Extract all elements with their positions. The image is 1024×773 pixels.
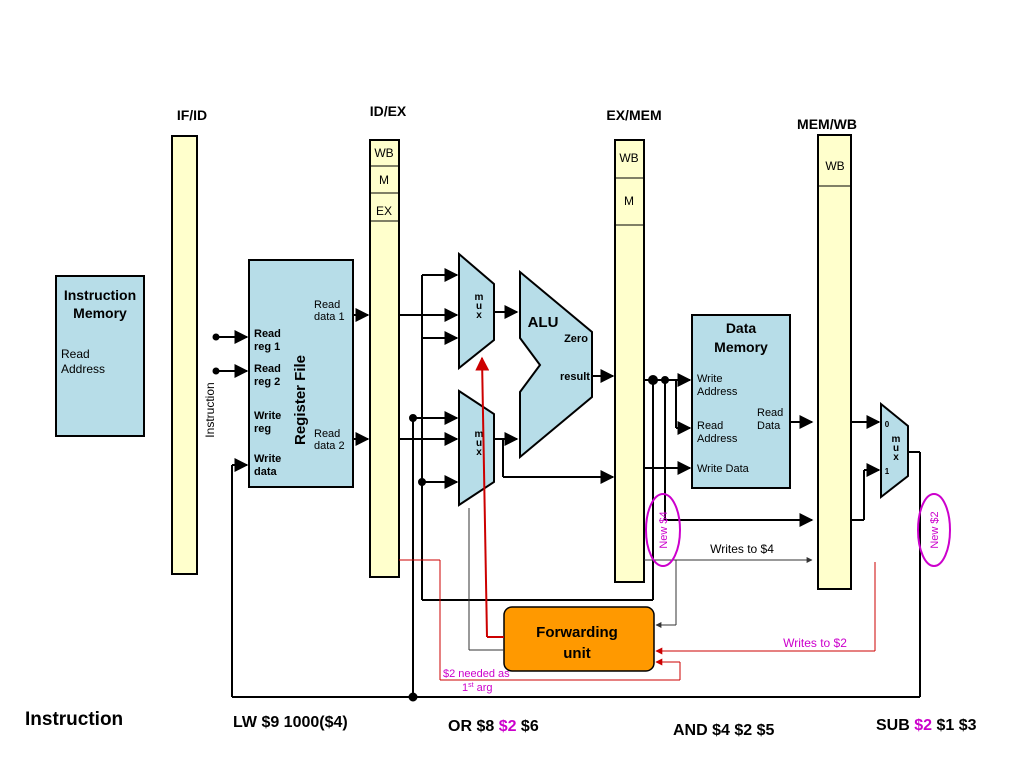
instruction-or: OR $8 $2 $6: [448, 718, 539, 735]
writes-to-s4-label: Writes to $4: [710, 542, 774, 556]
new-s4-label: New $4: [658, 511, 670, 548]
writes-to-s2-label: Writes to $2: [783, 636, 847, 650]
id-ex-register: WB M EX ID/EX: [369, 103, 407, 578]
mem-wb-field-wb: WB: [825, 159, 844, 173]
instruction-or-rest: $6: [516, 718, 538, 735]
instruction-and: AND $4 $2 $5: [673, 722, 774, 739]
id-ex-field-m: M: [379, 173, 389, 187]
new-s2-annotation: New $2: [917, 493, 951, 567]
instruction-or-hl: $2: [499, 718, 517, 735]
read-data1-line2: data 1: [314, 311, 345, 323]
write-reg-line1: Write: [254, 410, 281, 422]
read-address-line1: Read: [697, 420, 723, 432]
mux-upper-letter-m: m: [475, 292, 484, 303]
instruction-memory-title-line2: Memory: [73, 305, 127, 321]
wb-mux-input-1: 1: [885, 467, 890, 476]
writeback-wires: [232, 415, 921, 702]
mux-upper-letter-u: u: [476, 301, 482, 312]
read-address-line2: Address: [697, 433, 738, 445]
mux-upper-letter-x: x: [476, 310, 482, 321]
instruction-sub-op: SUB: [876, 717, 914, 734]
read-data-output-line1: Read: [757, 407, 783, 419]
instruction-sub: SUB $2 $1 $3: [876, 717, 977, 734]
mux-lower-letter-u: u: [476, 438, 482, 449]
read-reg1-line1: Read: [254, 328, 281, 340]
writeback-mux: 0 1 m u x: [880, 401, 909, 500]
write-address-line2: Address: [697, 386, 738, 398]
instruction-lw: LW $9 1000($4): [233, 714, 348, 731]
mem-wb-title: MEM/WB: [797, 116, 857, 132]
if-id-register: IF/ID: [171, 107, 207, 575]
register-file-title: Register File: [292, 355, 309, 445]
s2-needed-line2-a: 1: [462, 682, 468, 694]
instruction-memory-read-line2: Address: [61, 362, 105, 376]
forwarding-unit-line1: Forwarding: [536, 624, 618, 641]
s2-needed-line1: $2 needed as: [443, 668, 510, 680]
new-s4-annotation: New $4: [645, 493, 681, 567]
data-memory-title-line2: Memory: [714, 339, 768, 355]
id-ex-title: ID/EX: [370, 103, 407, 119]
write-reg-line2: reg: [254, 423, 271, 435]
mux-lower-letter-x: x: [476, 447, 482, 458]
read-data2-line1: Read: [314, 428, 340, 440]
instruction-memory: Instruction Memory Read Address: [55, 275, 145, 437]
mem-wb-register: WB MEM/WB: [797, 116, 857, 590]
s2-needed-line2: 1st arg: [462, 682, 493, 694]
instruction-wire-label: Instruction: [203, 382, 217, 437]
forward-select-upper: [475, 356, 504, 638]
instruction-memory-title-line1: Instruction: [64, 287, 136, 303]
instruction-or-op: OR $8: [448, 718, 499, 735]
data-memory: Data Memory Write Address Read Address W…: [691, 314, 791, 489]
writes-to-s2-path: [655, 562, 876, 655]
alu-zero-label: Zero: [564, 333, 588, 345]
alu-input-mux-upper: m u x: [458, 251, 495, 371]
write-data-input: Write Data: [697, 463, 750, 475]
instruction-memory-read-line1: Read: [61, 347, 90, 361]
data-memory-title-line1: Data: [726, 320, 757, 336]
alu-title: ALU: [528, 314, 559, 331]
forwarding-unit-line2: unit: [563, 645, 591, 662]
instruction-sub-rest: $1 $3: [932, 717, 977, 734]
forwarding-control-wires: [468, 508, 504, 651]
ex-mem-field-m: M: [624, 194, 634, 208]
execute-wires: [399, 268, 615, 697]
register-file: Register File Read reg 1 Read reg 2 Writ…: [248, 259, 354, 488]
memory-stage-wires: [422, 373, 814, 601]
ex-mem-register: WB M EX/MEM: [606, 107, 662, 583]
s2-needed-line2-sup: st: [468, 682, 474, 689]
id-ex-field-wb: WB: [374, 146, 393, 160]
alu: ALU Zero result: [519, 269, 593, 460]
alu-result-label: result: [560, 371, 590, 383]
write-data-line1: Write: [254, 453, 281, 465]
write-address-line1: Write: [697, 373, 722, 385]
if-id-title: IF/ID: [177, 107, 207, 123]
instruction-sub-hl: $2: [914, 717, 932, 734]
id-ex-field-ex: EX: [376, 204, 392, 218]
writes-to-s4-path: [644, 557, 813, 628]
mux-lower-letter-m: m: [475, 429, 484, 440]
wb-mux-letter-u: u: [893, 443, 899, 454]
s2-needed-path: [399, 559, 681, 681]
instruction-row-label: Instruction: [25, 709, 123, 730]
read-data-output-line2: Data: [757, 420, 781, 432]
wb-mux-input-0: 0: [885, 420, 890, 429]
read-reg1-line2: reg 1: [254, 341, 280, 353]
new-s2-label: New $2: [929, 511, 941, 548]
register-file-outputs: [353, 308, 370, 446]
s2-needed-line2-b: arg: [474, 682, 493, 694]
ex-mem-field-wb: WB: [619, 151, 638, 165]
ex-mem-title: EX/MEM: [606, 107, 661, 123]
forwarding-unit: Forwarding unit: [503, 606, 655, 672]
read-data2-line2: data 2: [314, 440, 345, 452]
read-reg2-line1: Read: [254, 363, 281, 375]
wb-mux-letter-x: x: [893, 452, 899, 463]
write-data-line2: data: [254, 466, 278, 478]
register-file-inputs: [212, 330, 249, 697]
read-reg2-line2: reg 2: [254, 376, 280, 388]
wb-mux-letter-m: m: [892, 434, 901, 445]
alu-input-mux-lower: m u x: [458, 389, 495, 507]
read-data1-line1: Read: [314, 299, 340, 311]
